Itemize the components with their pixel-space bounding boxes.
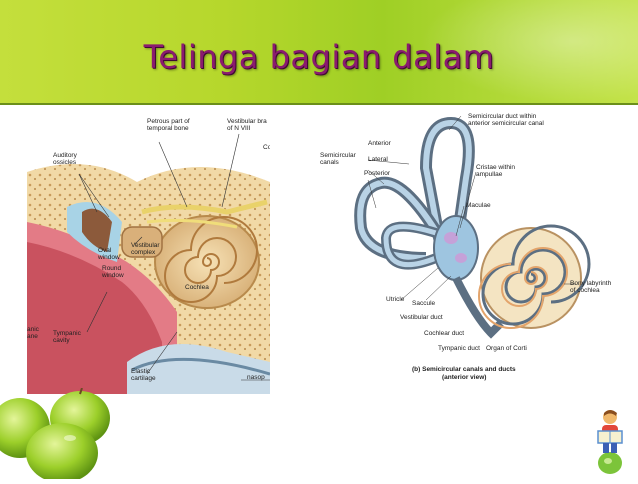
label-saccule: Saccule — [412, 300, 436, 307]
label-lateral: Lateral — [368, 156, 388, 163]
ear-cross-section-illustration — [27, 112, 270, 394]
ear-cross-section-figure: Petrous part of temporal bone Vestibular… — [27, 112, 270, 394]
label-round-window: Round window — [102, 265, 124, 279]
header-divider — [0, 103, 638, 105]
label-petrous: Petrous part of temporal bone — [147, 118, 190, 132]
label-cochlea: Cochlea — [185, 284, 209, 291]
semicircular-canals-figure: Semicircular duct within anterior semici… — [306, 108, 614, 392]
label-co: Co — [263, 144, 270, 151]
label-anterior: Anterior — [368, 140, 391, 147]
slide-header — [0, 0, 638, 103]
slide-title: Telinga bagian dalam — [143, 38, 495, 76]
label-organ-corti: Organ of Corti — [486, 345, 527, 352]
caption-sub: (anterior view) — [442, 374, 487, 381]
label-utricle: Utricle — [386, 296, 405, 303]
label-tympanic-cavity: Tympanic cavity — [53, 330, 81, 344]
label-cochlear-duct: Cochlear duct — [424, 330, 465, 337]
label-posterior: Posterior — [364, 170, 391, 177]
label-vestibular-branch: Vestibular bra of N VIII — [227, 118, 267, 132]
label-cristae: Cristae within ampullae — [476, 164, 516, 178]
label-vestibular-complex: Vestibular complex — [131, 242, 160, 256]
label-auditory-ossicles: Auditory ossicles — [53, 152, 77, 166]
label-semicircular-canals: Semicircular canals — [320, 152, 356, 166]
green-apples-image — [0, 387, 130, 483]
label-semicircular-duct: Semicircular duct within anterior semici… — [468, 113, 544, 127]
semicircular-canals-illustration — [306, 108, 614, 392]
label-nasop: nasop — [247, 374, 265, 381]
reading-figure-image — [586, 405, 636, 475]
label-maculae: Maculae — [466, 202, 491, 209]
header-highlight — [420, 0, 638, 103]
label-tympanic-membrane: anic ane — [27, 326, 39, 340]
label-oval-window: Oval window — [98, 247, 120, 261]
label-elastic-cartilage: Elastic cartilage — [131, 368, 156, 382]
label-bony-labyrinth: Bony labyrinth of cochlea — [570, 280, 612, 294]
caption-b: (b) Semicircular canals and ducts — [412, 366, 516, 373]
label-vestibular-duct: Vestibular duct — [400, 314, 443, 321]
label-tympanic-duct: Tympanic duct — [438, 345, 480, 352]
